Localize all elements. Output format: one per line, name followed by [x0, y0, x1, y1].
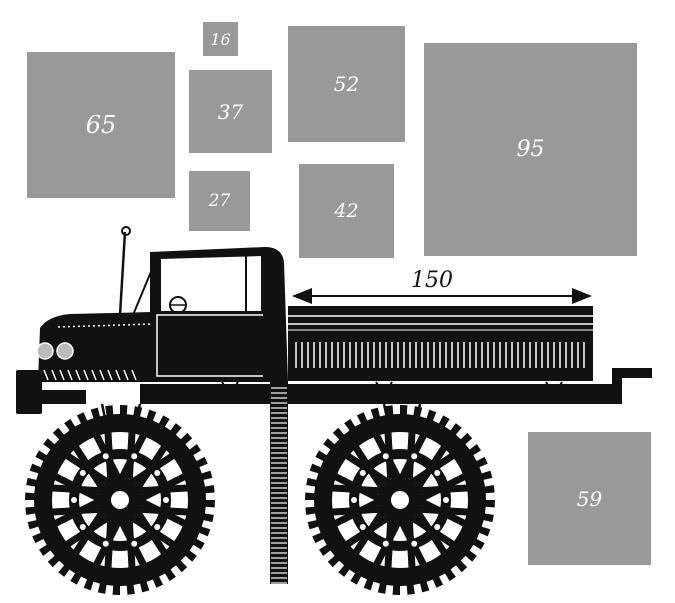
headlight-right	[56, 342, 74, 360]
block-16: 16	[203, 22, 238, 56]
block-16-label: 16	[210, 29, 231, 49]
bed-slats	[295, 342, 585, 368]
block-52-label: 52	[333, 72, 360, 96]
hood	[38, 312, 152, 382]
headlight-left	[36, 342, 54, 360]
bed-length-label: 150	[411, 268, 453, 293]
block-42: 42	[299, 164, 394, 258]
block-27-label: 27	[208, 191, 231, 211]
block-59-label: 59	[576, 486, 603, 511]
block-37-label: 37	[217, 99, 244, 124]
front-wheel	[25, 405, 215, 595]
block-59: 59	[528, 432, 651, 565]
chassis-rail	[140, 368, 652, 404]
block-95-label: 95	[516, 137, 545, 162]
block-52: 52	[288, 26, 405, 142]
block-65: 65	[27, 52, 175, 198]
block-65-label: 65	[85, 111, 117, 139]
rear-wheel	[305, 405, 495, 595]
grille	[43, 369, 137, 381]
block-27: 27	[189, 171, 250, 231]
ladder	[270, 382, 288, 584]
block-95: 95	[424, 43, 637, 256]
cab-window	[159, 253, 263, 313]
block-42-label: 42	[334, 200, 359, 222]
antenna	[118, 231, 127, 316]
block-37: 37	[189, 70, 272, 153]
